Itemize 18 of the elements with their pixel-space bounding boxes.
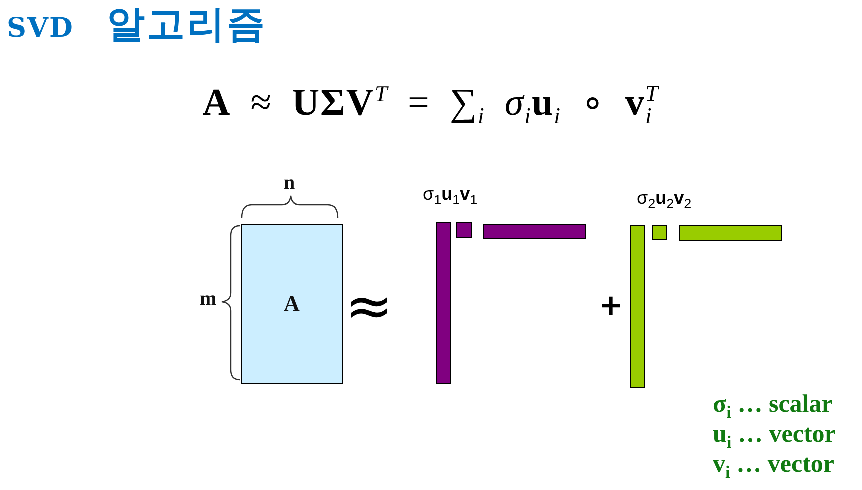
horizontal-bar — [679, 225, 782, 241]
term-label: σ$_{1}$u$_{1}$v$_{1}$ — [423, 184, 478, 204]
approx-sign: ≈ — [345, 277, 394, 335]
small-square — [652, 225, 667, 240]
page-title: SVD 알고리즘 — [7, 1, 268, 48]
dimension-label: m — [200, 288, 217, 310]
note-text: u$_{i}$ … vector — [713, 420, 836, 449]
small-square — [456, 222, 472, 238]
vertical-bar — [630, 225, 645, 388]
vertical-bar — [436, 222, 451, 384]
note-text: v$_{i}$ … vector — [713, 450, 834, 479]
term-label: σ$_{2}$u$_{2}$v$_{2}$ — [637, 188, 692, 208]
horizontal-bar — [483, 224, 586, 239]
dimension-label: n — [284, 172, 296, 194]
matrix-label: A — [284, 292, 300, 316]
matrix-box — [241, 224, 343, 384]
note-text: σ$_{i}$ … scalar — [713, 390, 833, 419]
plus-sign: + — [599, 290, 624, 320]
